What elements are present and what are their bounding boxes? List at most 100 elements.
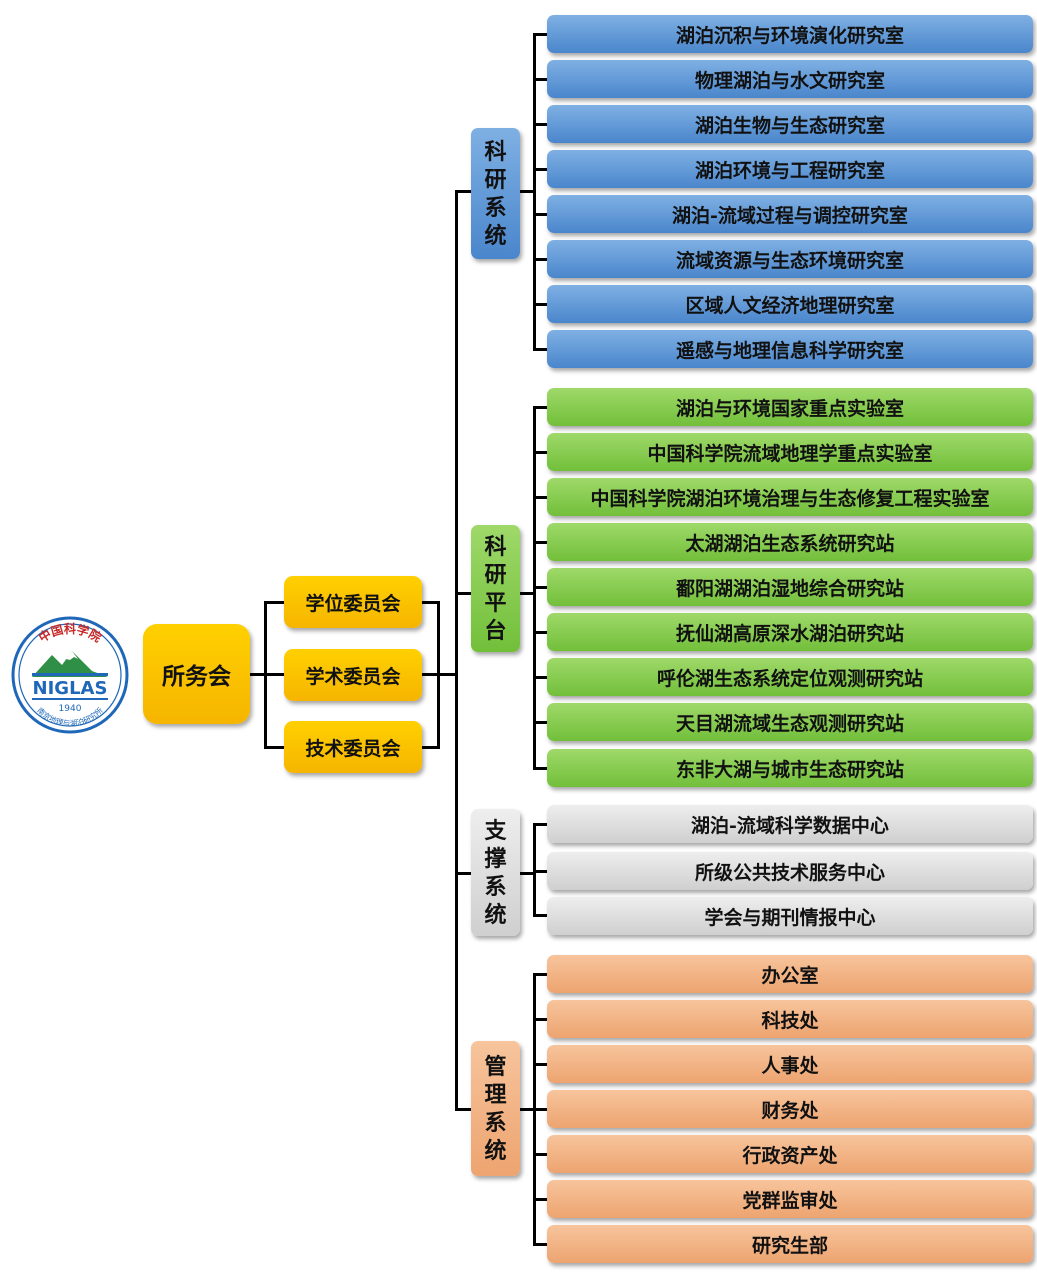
connector-line [533,631,547,634]
connector-line [264,746,284,749]
connector-line [533,1243,547,1246]
connector-line [533,1018,547,1021]
category-char: 系 [484,194,507,221]
council-box: 所务会 [143,624,250,724]
connector-line [533,1153,547,1156]
item-label: 行政资产处 [742,1144,838,1167]
category-char: 研 [484,166,507,193]
platform-item: 太湖湖泊生态系统研究站 [547,523,1033,561]
item-label: 科技处 [761,1009,819,1032]
category-char: 管 [484,1053,507,1080]
connector-line [533,676,547,679]
committee-degree: 学位委员会 [284,576,422,628]
main-trunk-line [455,190,458,1111]
connector-line [533,168,547,171]
research-lab-item: 湖泊-流域过程与调控研究室 [547,195,1033,233]
connector-line [533,451,547,454]
connector-line [455,872,471,875]
item-label: 湖泊-流域过程与调控研究室 [672,204,908,227]
connector-line [520,1108,535,1111]
research-lab-item: 物理湖泊与水文研究室 [547,60,1033,98]
support-item: 所级公共技术服务中心 [547,852,1033,890]
management-item: 人事处 [547,1045,1033,1083]
item-label: 人事处 [761,1054,819,1077]
connector-line [533,541,547,544]
connector-line [533,1063,547,1066]
item-label: 抚仙湖高原深水湖泊研究站 [675,622,904,645]
connector-line [533,586,547,589]
platform-item: 中国科学院流域地理学重点实验室 [547,433,1033,471]
niglas-logo: 中国科学院 NIGLAS 1940 南京地理与湖泊研究所 [11,616,129,734]
research-lab-item: 湖泊生物与生态研究室 [547,105,1033,143]
platform-item: 中国科学院湖泊环境治理与生态修复工程实验室 [547,478,1033,516]
research-lab-item: 流域资源与生态环境研究室 [547,240,1033,278]
connector-line [533,721,547,724]
category-char: 理 [484,1081,507,1108]
item-label: 湖泊-流域科学数据中心 [691,814,889,837]
connector-line [520,872,535,875]
item-label: 湖泊沉积与环境演化研究室 [675,24,904,47]
item-label: 中国科学院流域地理学重点实验室 [647,442,933,465]
category-char: 系 [484,1109,507,1136]
item-label: 东非大湖与城市生态研究站 [675,758,904,781]
item-label: 呼伦湖生态系统定位观测研究站 [656,667,923,690]
category-char: 支 [484,817,507,844]
category-char: 统 [484,1137,507,1164]
logo-year: 1940 [59,704,82,714]
management-item: 办公室 [547,955,1033,993]
connector-line [455,1108,471,1111]
connector-line [422,746,439,749]
connector-line [533,258,547,261]
connector-line [533,78,547,81]
bracket-line [533,33,536,351]
committee-label: 学术委员会 [305,665,401,688]
management-item: 研究生部 [547,1225,1033,1263]
connector-line [264,673,284,676]
council-label: 所务会 [162,663,231,690]
category-char: 统 [484,222,507,249]
connector-line [533,123,547,126]
connector-line [533,767,547,770]
research-lab-item: 湖泊沉积与环境演化研究室 [547,15,1033,53]
connector-line [533,406,547,409]
support-item: 学会与期刊情报中心 [547,897,1033,935]
platform-item: 东非大湖与城市生态研究站 [547,749,1033,787]
item-label: 研究生部 [751,1234,828,1257]
connector-line [533,823,547,826]
category-char: 科 [484,138,507,165]
logo-acronym: NIGLAS [33,678,108,699]
item-label: 湖泊与环境国家重点实验室 [675,397,904,420]
item-label: 天目湖流域生态观测研究站 [675,712,904,735]
category-char: 统 [484,901,507,928]
connector-line [533,303,547,306]
item-label: 学会与期刊情报中心 [704,906,876,929]
category-char: 系 [484,873,507,900]
connector-line [422,673,456,676]
platform-item: 呼伦湖生态系统定位观测研究站 [547,658,1033,696]
support-item: 湖泊-流域科学数据中心 [547,805,1033,843]
research-lab-item: 区域人文经济地理研究室 [547,285,1033,323]
item-label: 所级公共技术服务中心 [694,861,885,884]
platform-item: 鄱阳湖湖泊湿地综合研究站 [547,568,1033,606]
category-char: 科 [484,533,507,560]
connector-line [455,592,471,595]
management-item: 财务处 [547,1090,1033,1128]
platform-item: 抚仙湖高原深水湖泊研究站 [547,613,1033,651]
category-char: 平 [484,589,507,616]
connector-line [455,190,471,193]
category-research-system: 科 研 系 统 [471,128,520,259]
management-item: 党群监审处 [547,1180,1033,1218]
category-char: 撑 [484,845,507,872]
committee-label: 技术委员会 [305,737,401,760]
management-item: 行政资产处 [547,1135,1033,1173]
category-char: 台 [484,617,507,644]
item-label: 湖泊环境与工程研究室 [694,159,885,182]
category-management-system: 管 理 系 统 [471,1041,520,1176]
committee-label: 学位委员会 [305,592,401,615]
committee-academic: 学术委员会 [284,649,422,701]
connector-line [520,592,535,595]
item-label: 财务处 [761,1099,819,1122]
item-label: 区域人文经济地理研究室 [685,294,895,317]
connector-line [264,601,284,604]
management-item: 科技处 [547,1000,1033,1038]
